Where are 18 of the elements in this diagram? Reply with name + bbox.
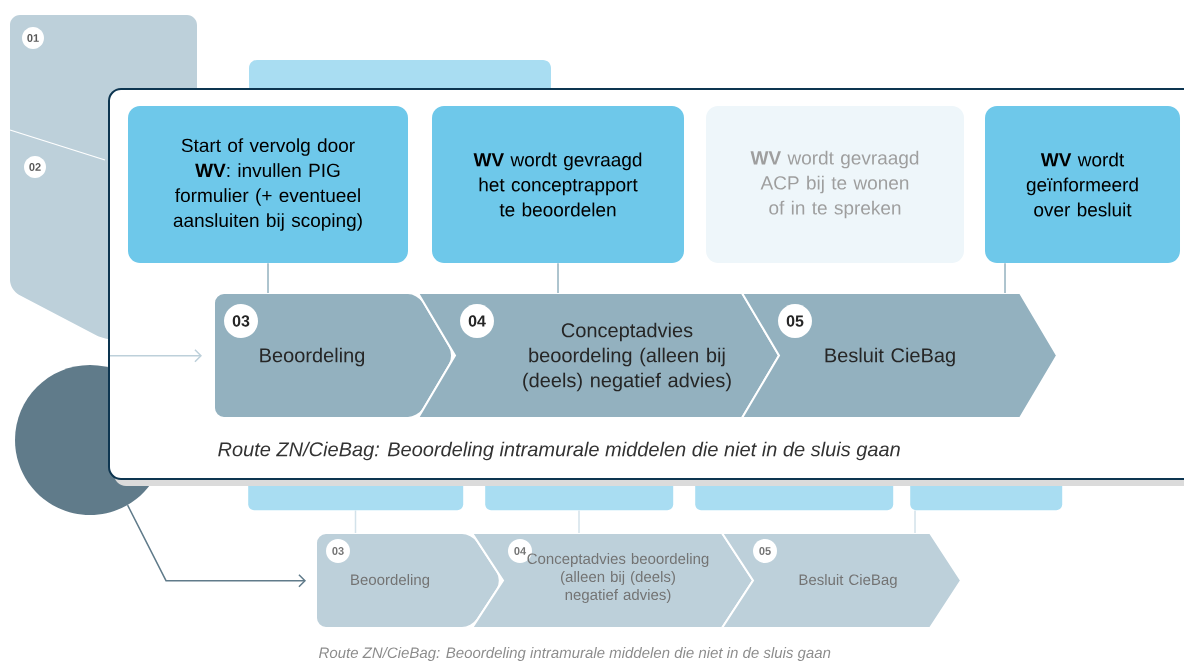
caption: Route ZN/CieBag: Beoordeling intramurale middelen die niet in de sluis gaan <box>319 647 831 661</box>
info-box: WV wordt gevraagd ACP bij te wonen of in te spreken <box>706 106 964 263</box>
info-box: WV wordt gevraagd het conceptrapport te beoordelen <box>432 106 684 263</box>
process-step: 03 Beoordeling <box>315 532 501 629</box>
info-box: Start of vervolg door WV: invullen PIG formulier (+ eventueel aansluiten bij scoping) <box>128 106 408 263</box>
connector-line <box>267 262 269 294</box>
info-box: WV wordt geïnformeerd over besluit <box>985 106 1180 263</box>
arrow <box>126 504 306 588</box>
step-number: 02 <box>24 156 46 178</box>
connector-line <box>578 509 580 534</box>
connector-line <box>557 262 559 294</box>
connector-line <box>1004 262 1006 294</box>
step-number: 01 <box>22 27 44 49</box>
process-step: 05 Besluit CieBag <box>720 532 963 629</box>
connector-line <box>354 509 357 534</box>
arrow <box>109 348 202 363</box>
process-step: 03 Beoordeling <box>213 292 453 419</box>
connector-line <box>914 509 916 534</box>
